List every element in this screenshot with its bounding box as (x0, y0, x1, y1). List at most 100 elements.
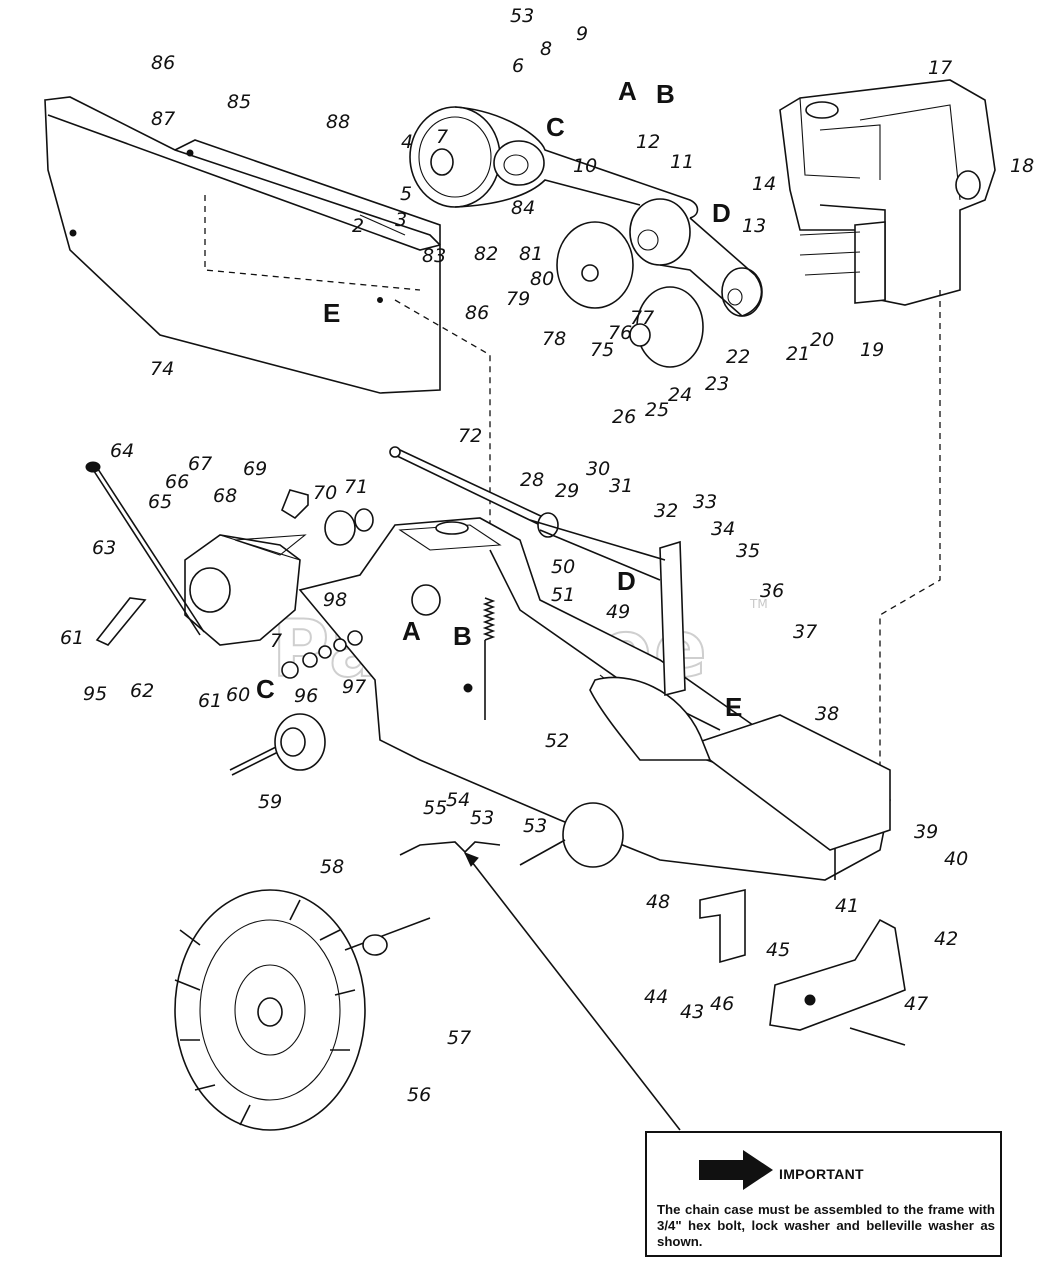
part-label: 71 (344, 476, 368, 498)
shift-lever (95, 597, 147, 646)
part-label: 9 (576, 23, 588, 45)
engine (779, 79, 996, 306)
alignment-line-engine (879, 290, 941, 830)
part-label: 23 (705, 373, 729, 395)
part-label: 67 (188, 453, 212, 475)
part-label: 11 (670, 151, 694, 173)
part-label: 38 (815, 703, 839, 725)
part-label: 63 (92, 537, 116, 559)
tine-hub (229, 713, 326, 776)
part-label: 6 (512, 55, 524, 77)
part-label: 13 (742, 215, 766, 237)
part-label: 28 (520, 469, 544, 491)
part-label: 68 (213, 485, 237, 507)
callout-letter-d: D (712, 198, 731, 228)
callout-letter-a-2: A (402, 616, 421, 646)
part-label: 87 (151, 108, 175, 130)
tine-hood (589, 676, 712, 761)
part-label: 50 (551, 556, 575, 578)
part-label: 41 (835, 895, 859, 917)
note-pointer-line (464, 852, 681, 1131)
part-label: 45 (766, 939, 790, 961)
part-label: 53 (470, 807, 494, 829)
callout-letter-e: E (323, 298, 340, 328)
part-label: 66 (165, 471, 189, 493)
important-note-box: IMPORTANT The chain case must be assembl… (645, 1131, 1002, 1257)
right-arrow-icon (699, 1150, 773, 1190)
part-label: 60 (226, 684, 250, 706)
washer-bracket (399, 841, 501, 856)
part-label: 30 (586, 458, 610, 480)
important-heading: IMPORTANT (779, 1166, 864, 1182)
callout-letter-b-2: B (453, 621, 472, 651)
part-label: 32 (654, 500, 678, 522)
callout-letter-e-2: E (725, 692, 742, 722)
part-label: 10 (573, 155, 597, 177)
part-label: 47 (904, 993, 928, 1015)
part-label: 12 (636, 131, 660, 153)
spring (482, 597, 496, 720)
part-label: 78 (542, 328, 566, 350)
part-label: 48 (646, 891, 670, 913)
front-weight (699, 889, 906, 1046)
part-label: 17 (928, 57, 952, 79)
callout-letter-c: C (546, 112, 565, 142)
part-label: 34 (711, 518, 735, 540)
part-label: 26 (612, 406, 636, 428)
part-label: 22 (726, 346, 750, 368)
belt-guard (44, 96, 441, 394)
part-label: 24 (668, 384, 692, 406)
part-label: 39 (914, 821, 938, 843)
part-label: 54 (446, 789, 470, 811)
part-label: 57 (447, 1027, 471, 1049)
gear-parts (234, 489, 374, 556)
part-label: 98 (323, 589, 347, 611)
part-label: 3 (395, 209, 407, 231)
part-label: 31 (609, 475, 633, 497)
drive-pulleys (409, 106, 763, 368)
part-label: 56 (407, 1084, 431, 1106)
part-label: 51 (551, 584, 575, 606)
transmission-housing (184, 534, 301, 646)
part-label: 33 (693, 491, 717, 513)
callout-letter-c-2: C (256, 674, 275, 704)
part-label: 58 (320, 856, 344, 878)
part-label: 80 (530, 268, 554, 290)
part-label: 61 (60, 627, 84, 649)
part-label: 96 (294, 685, 318, 707)
wheel (174, 889, 431, 1131)
part-label: 83 (422, 245, 446, 267)
part-label: 53 (523, 815, 547, 837)
callout-letter-b: B (656, 79, 675, 109)
part-label: 72 (458, 425, 482, 447)
part-label: 19 (860, 339, 884, 361)
part-label: 55 (423, 797, 447, 819)
part-label: 53 (510, 5, 534, 27)
part-label: 81 (519, 243, 543, 265)
part-label: 44 (644, 986, 668, 1008)
part-label: 59 (258, 791, 282, 813)
callout-letter-a: A (618, 76, 637, 106)
part-label: 52 (545, 730, 569, 752)
part-label: 42 (934, 928, 958, 950)
part-label: 86 (465, 302, 489, 324)
part-label: 75 (590, 339, 614, 361)
part-label: 62 (130, 680, 154, 702)
part-label: 2 (352, 215, 364, 237)
part-label: 7 (270, 630, 282, 652)
part-label: 49 (606, 601, 630, 623)
part-number-labels: 2 3 4 5 6 7 8 9 10 11 12 13 14 17 18 19 … (60, 5, 1034, 1106)
part-label: 21 (786, 343, 810, 365)
part-label: 77 (630, 307, 654, 329)
part-label: 70 (313, 482, 337, 504)
part-label: 88 (326, 111, 350, 133)
part-label: 4 (401, 131, 413, 153)
part-label: 65 (148, 491, 172, 513)
part-label: 29 (555, 480, 579, 502)
part-label: 25 (645, 399, 669, 421)
part-label: 43 (680, 1001, 704, 1023)
part-label: 82 (474, 243, 498, 265)
part-label: 37 (793, 621, 817, 643)
part-label: 79 (506, 288, 530, 310)
